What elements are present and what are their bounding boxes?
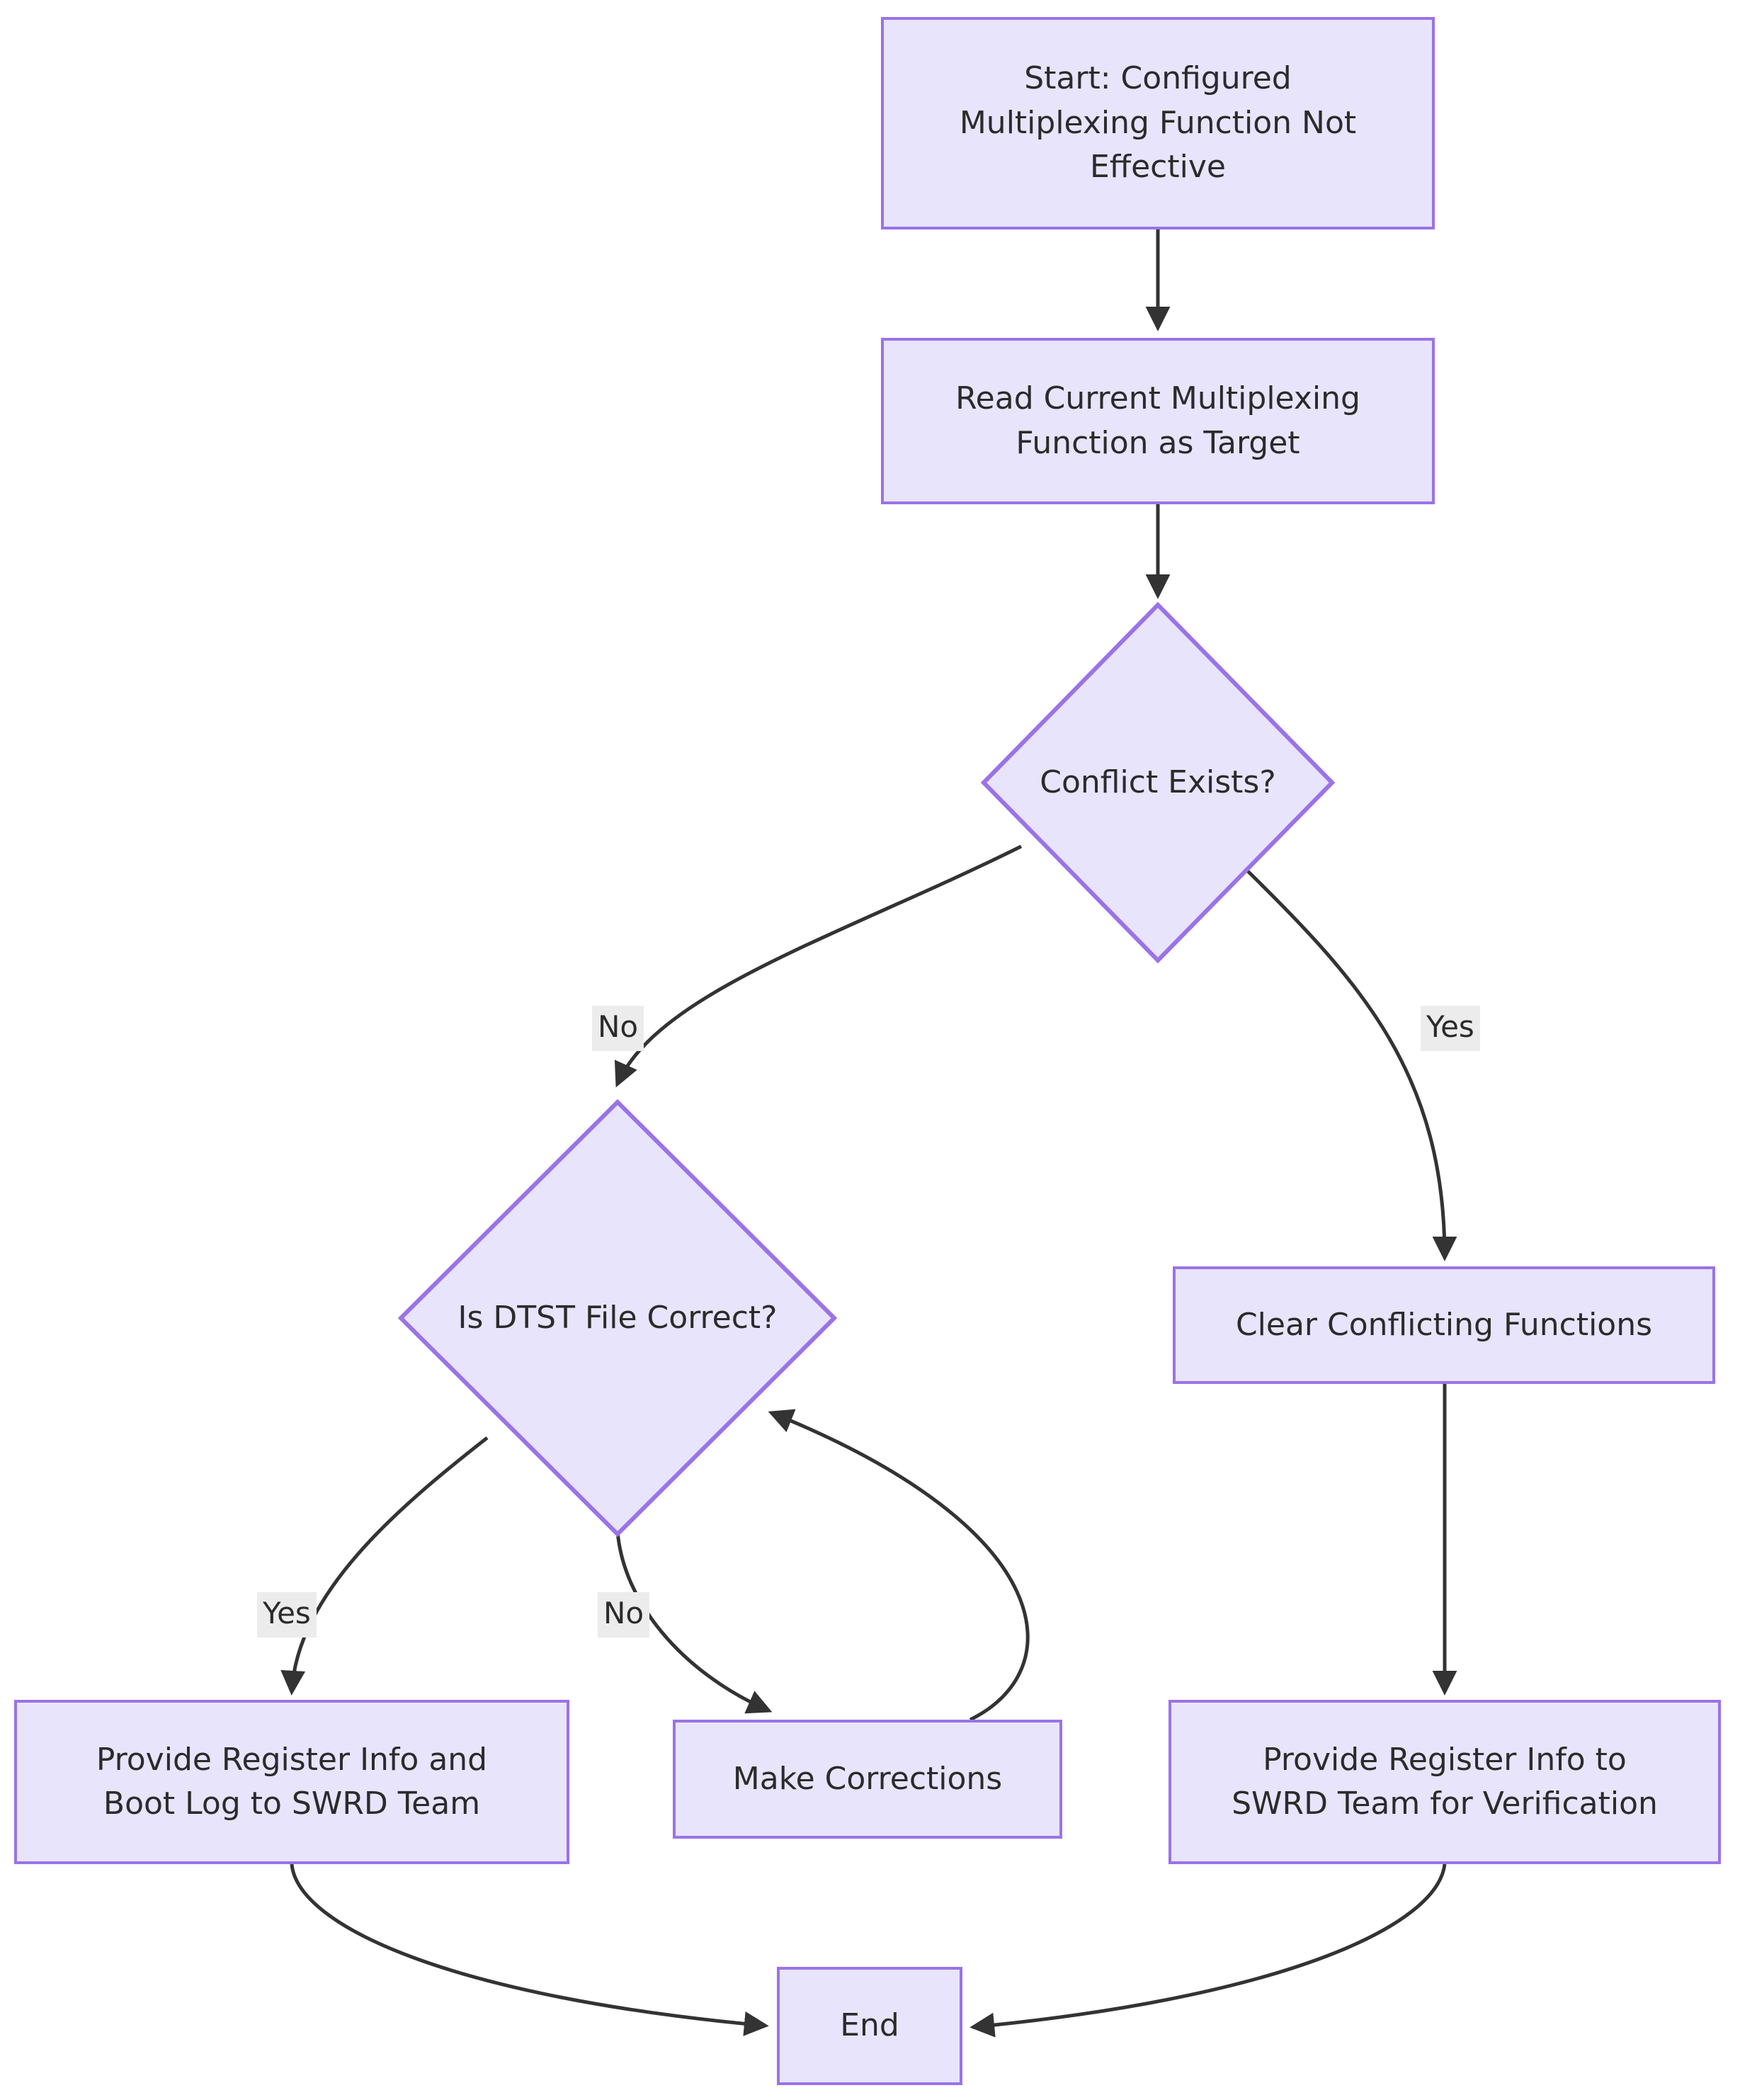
- node-provide-register-info-verification[interactable]: Provide Register Info to SWRD Team for V…: [1168, 1700, 1721, 1864]
- node-is-dtst-file-correct-label: Is DTST File Correct?: [457, 1299, 778, 1336]
- node-end-label: End: [840, 2007, 899, 2044]
- node-read-current-multiplexing[interactable]: Read Current Multiplexing Function as Ta…: [881, 338, 1435, 504]
- edge-provideverify-to-end: [969, 1863, 1447, 2038]
- node-clear-conflicting-functions-label: Clear Conflicting Functions: [1235, 1306, 1653, 1343]
- edge-label-conflict-no: No: [592, 1006, 644, 1052]
- edge-conflict-to-clear: [1246, 870, 1457, 1261]
- node-end[interactable]: End: [777, 1967, 962, 2085]
- edge-corrections-to-dtst: [768, 1409, 1030, 1722]
- edge-provideboot-to-end: [290, 1863, 769, 2036]
- node-conflict-exists-label: Conflict Exists?: [1040, 764, 1276, 800]
- edge-label-conflict-yes: Yes: [1421, 1006, 1480, 1052]
- node-is-dtst-file-correct-decision[interactable]: Is DTST File Correct?: [398, 1099, 837, 1537]
- edge-dtst-to-corrections: [615, 1531, 773, 1714]
- diamond-shape: [981, 602, 1335, 963]
- node-make-corrections[interactable]: Make Corrections: [673, 1720, 1062, 1839]
- diamond-shape: [398, 1099, 837, 1537]
- node-provide-register-info-boot-log-label: Provide Register Info and Boot Log to SW…: [96, 1741, 488, 1822]
- node-clear-conflicting-functions[interactable]: Clear Conflicting Functions: [1173, 1266, 1715, 1384]
- edge-label-dtst-no: No: [598, 1592, 650, 1638]
- edge-dtst-to-provideboot: [280, 1436, 489, 1696]
- edge-conflict-to-dtst: [614, 844, 1023, 1088]
- node-make-corrections-label: Make Corrections: [732, 1760, 1003, 1797]
- node-read-current-multiplexing-label: Read Current Multiplexing Function as Ta…: [955, 380, 1360, 461]
- node-conflict-exists-decision[interactable]: Conflict Exists?: [981, 602, 1335, 963]
- edge-label-dtst-yes: Yes: [257, 1592, 317, 1638]
- node-start[interactable]: Start: Configured Multiplexing Function …: [881, 17, 1435, 229]
- node-provide-register-info-verification-label: Provide Register Info to SWRD Team for V…: [1232, 1741, 1658, 1822]
- node-start-label: Start: Configured Multiplexing Function …: [959, 60, 1357, 186]
- node-provide-register-info-boot-log[interactable]: Provide Register Info and Boot Log to SW…: [14, 1700, 569, 1864]
